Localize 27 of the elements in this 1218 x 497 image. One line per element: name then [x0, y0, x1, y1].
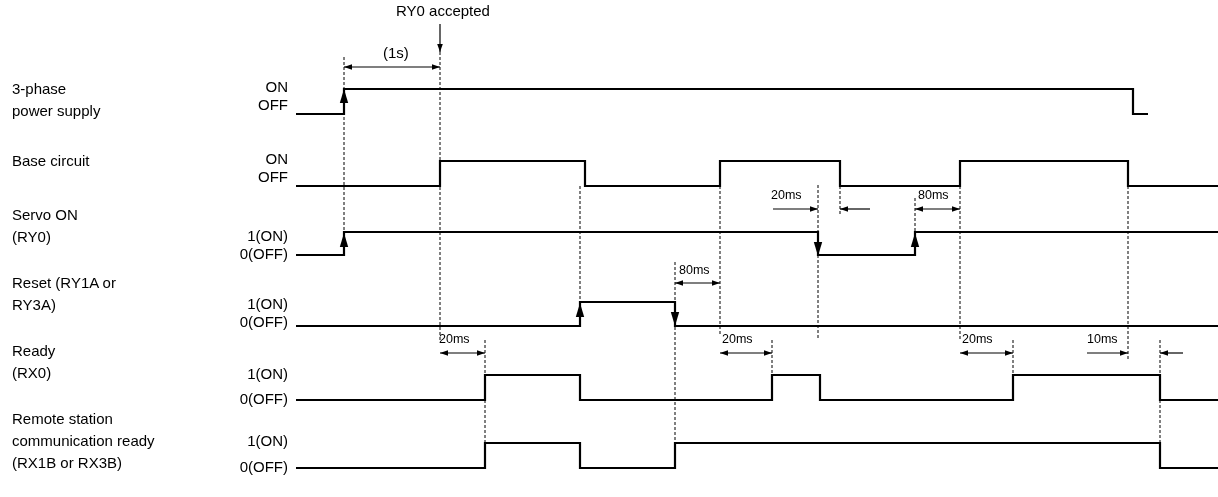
signal-name: Servo ON (RY0): [12, 205, 79, 247]
time-label: (1s): [383, 44, 409, 62]
level-label: 0(OFF): [239, 458, 288, 476]
time-label: 20ms: [771, 188, 802, 202]
level-label: ON: [265, 150, 288, 168]
level-label: 1(ON): [247, 432, 288, 450]
level-label: ON: [265, 78, 288, 96]
level-label: 0(OFF): [239, 313, 288, 331]
time-label: 20ms: [439, 332, 470, 346]
time-label: 80ms: [918, 188, 949, 202]
level-label: 0(OFF): [239, 245, 288, 263]
level-label: 1(ON): [247, 365, 288, 383]
time-label: 20ms: [962, 332, 993, 346]
time-label: 10ms: [1087, 332, 1118, 346]
signal-name: Remote station communication ready (RX1B or RX3B): [12, 409, 156, 473]
level-label: OFF: [258, 96, 288, 114]
annotation-label: RY0 accepted: [396, 2, 490, 20]
level-label: 1(ON): [247, 227, 288, 245]
level-label: OFF: [258, 168, 288, 186]
time-label: 20ms: [722, 332, 753, 346]
signal-name: Reset (RY1A or RY3A): [12, 273, 117, 315]
signal-name: Ready (RX0): [12, 341, 57, 383]
level-label: 1(ON): [247, 295, 288, 313]
signal-name: Base circuit: [12, 151, 91, 171]
signal-name: 3-phase power supply: [12, 79, 102, 121]
time-label: 80ms: [679, 263, 710, 277]
level-label: 0(OFF): [239, 390, 288, 408]
